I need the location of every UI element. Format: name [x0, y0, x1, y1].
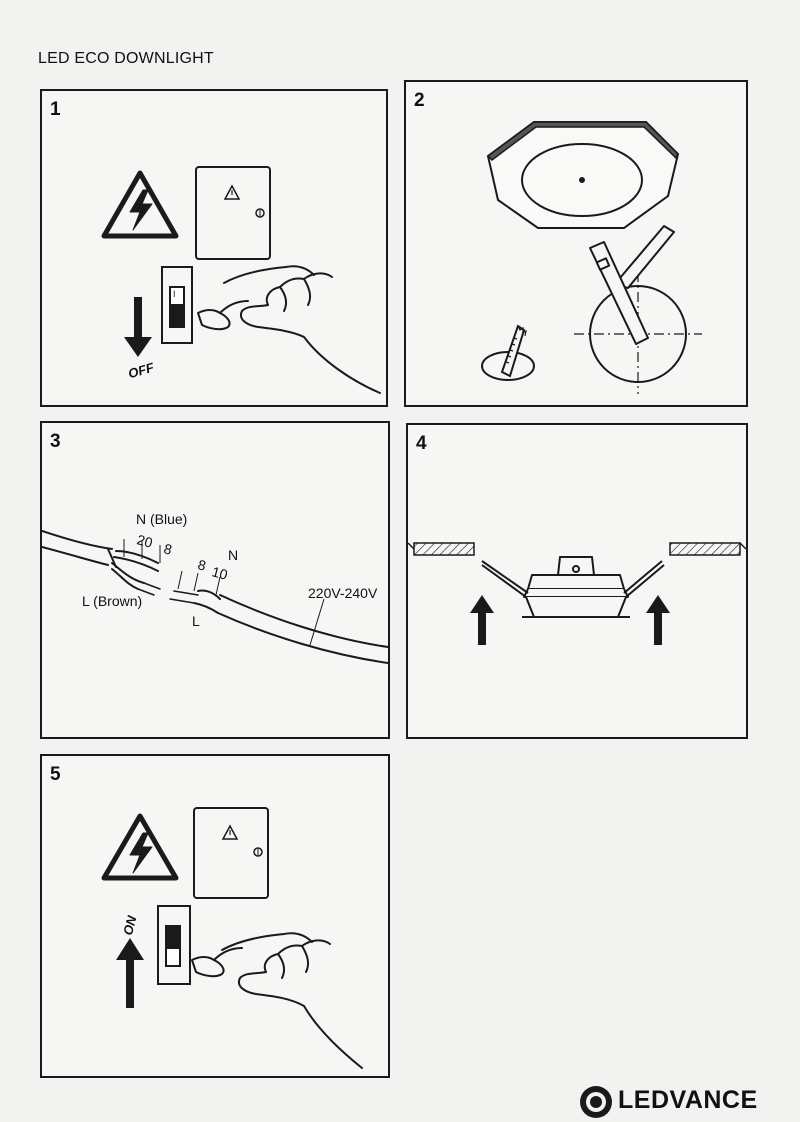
document-title: LED ECO DOWNLIGHT — [38, 50, 214, 67]
l-label: L — [192, 613, 200, 629]
step-4-panel: 4 — [406, 423, 748, 739]
fuse-box-icon — [193, 807, 269, 899]
strip-measure-left — [123, 539, 161, 563]
ledvance-mark-icon — [580, 1086, 612, 1118]
step-2-number: 2 — [414, 90, 425, 111]
svg-text:I: I — [173, 289, 176, 299]
neutral-wire-label: N (Blue) — [136, 511, 188, 527]
electric-hazard-icon — [101, 813, 179, 881]
step-3-panel: 3 — [40, 421, 390, 739]
brand-name: LEDVANCE — [618, 1086, 758, 1114]
spring-clip-right-icon — [623, 560, 665, 598]
ceiling-right-icon — [669, 542, 746, 556]
step-4-number: 4 — [416, 433, 427, 454]
step-2-illustration — [481, 121, 702, 394]
electric-hazard-icon — [101, 170, 179, 239]
step-4-illustration — [408, 542, 746, 645]
insert-up-icon — [470, 595, 670, 645]
step-5-number: 5 — [50, 764, 61, 785]
brand-logo: LEDVANCE — [578, 1082, 800, 1122]
hand-icon — [197, 265, 381, 394]
up-arrow-icon — [116, 938, 144, 1008]
down-arrow-icon — [124, 297, 152, 357]
voltage-label: 220V-240V — [308, 585, 378, 601]
voltage-leader-line — [309, 598, 325, 646]
step-5-illustration — [101, 807, 363, 1069]
step-2-panel: 2 — [404, 80, 748, 407]
strip-measure-right — [177, 570, 221, 596]
spring-clip-left-icon — [481, 560, 529, 598]
step-1-illustration: I — [101, 166, 381, 394]
downlight-fixture-icon — [522, 556, 630, 618]
wall-switch-icon — [157, 905, 191, 985]
saw-hole-icon — [481, 324, 535, 381]
fuse-box-icon — [195, 166, 271, 260]
step-3-illustration — [42, 530, 388, 664]
step-1-panel: 1 I — [40, 89, 388, 407]
step-3-number: 3 — [50, 431, 61, 452]
ceiling-left-icon — [408, 542, 475, 556]
cable-right-icon — [169, 589, 388, 664]
step-5-panel: 5 ON — [40, 754, 390, 1078]
wall-switch-icon: I — [161, 266, 193, 344]
hand-icon — [191, 932, 363, 1069]
n-label: N — [228, 547, 239, 563]
downlight-bezel-icon — [486, 121, 680, 229]
pencil-icon — [615, 225, 675, 293]
step-1-number: 1 — [50, 99, 61, 120]
live-wire-label: L (Brown) — [82, 593, 143, 609]
compass-tool-icon — [589, 241, 649, 345]
cable-left-icon — [42, 530, 161, 596]
